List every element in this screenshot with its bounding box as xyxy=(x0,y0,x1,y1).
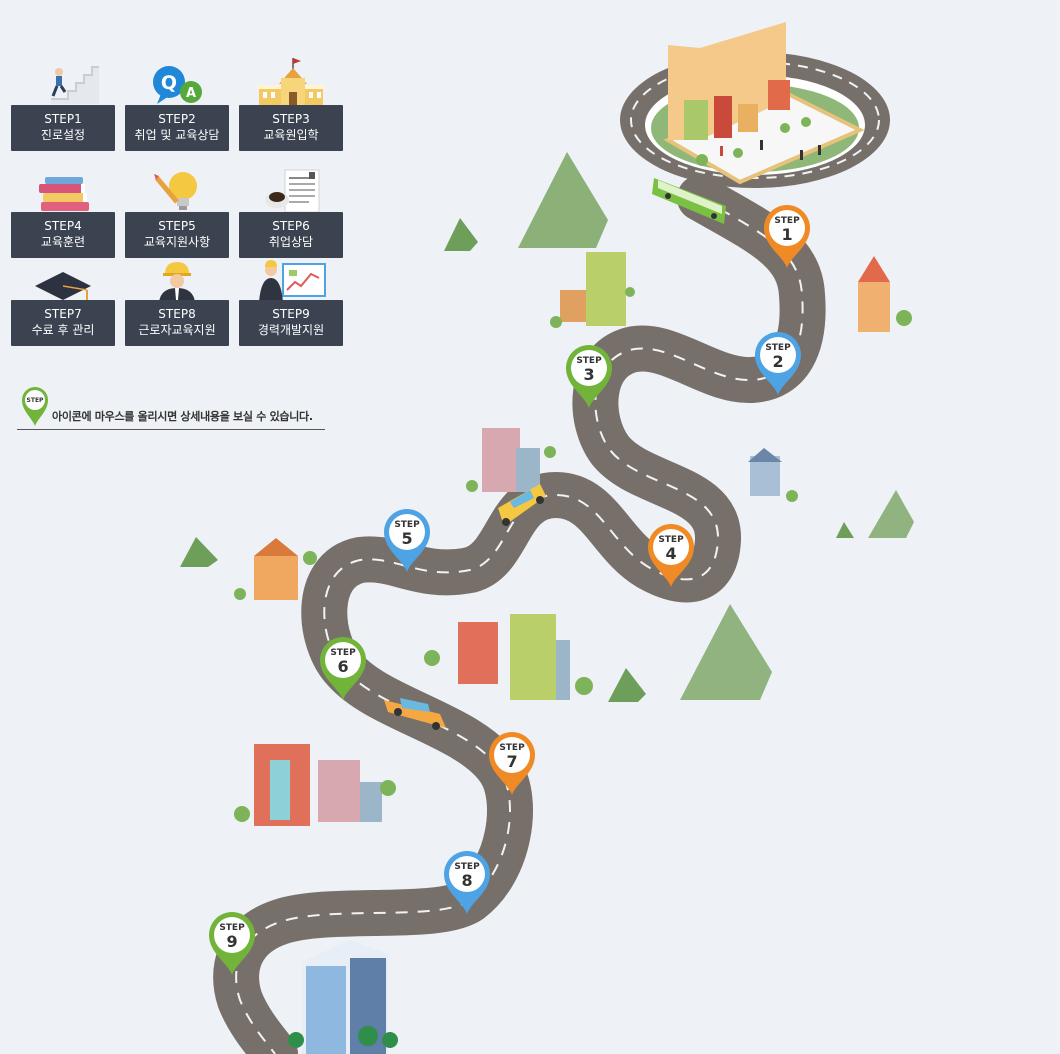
step7-pin[interactable]: STEP7 xyxy=(489,732,535,795)
step2-pin-face xyxy=(760,337,796,373)
step6-pin-word: STEP xyxy=(330,648,356,658)
step3-card[interactable]: STEP3 교육원입학 xyxy=(239,105,343,151)
central-plaza-illustration xyxy=(620,22,890,188)
step1-card[interactable]: STEP1 진로설정 xyxy=(11,105,115,151)
step4-pin-word: STEP xyxy=(658,535,684,545)
step7-card[interactable]: STEP7 수료 후 관리 xyxy=(11,300,115,346)
building-illustrations xyxy=(234,252,912,1054)
step2-pin-word: STEP xyxy=(765,343,791,353)
step9-card[interactable]: STEP9 경력개발지원 xyxy=(239,300,343,346)
presenter-board-icon[interactable] xyxy=(239,250,343,302)
document-coffee-icon[interactable] xyxy=(239,162,343,214)
step-pin-legend-icon: STEP xyxy=(22,387,48,426)
step5-pin[interactable]: STEP5 xyxy=(384,509,430,572)
step9-pin-word: STEP xyxy=(219,923,245,933)
step8-pin-face xyxy=(449,856,485,892)
step2-pin-number: 2 xyxy=(772,352,783,371)
taxi-car-2 xyxy=(384,698,446,730)
step4-pin[interactable]: STEP4 xyxy=(648,524,694,587)
step7-card-step: STEP7 xyxy=(44,307,82,321)
svg-text:Q: Q xyxy=(161,72,177,94)
taxi-car-1 xyxy=(498,484,546,526)
step5-pin-number: 5 xyxy=(401,529,412,548)
step1-pin-face xyxy=(769,210,805,246)
step3-pin[interactable]: STEP3 xyxy=(566,345,612,408)
hint-badge: STEP xyxy=(27,397,45,404)
hill-decorations xyxy=(180,152,914,702)
step2-card-label: 취업 및 교육상담 xyxy=(134,128,220,142)
step5-pin-word: STEP xyxy=(394,520,420,530)
step5-card-step: STEP5 xyxy=(158,219,196,233)
step6-pin-face xyxy=(325,642,361,678)
school-building-icon[interactable] xyxy=(239,54,343,106)
step8-pin-number: 8 xyxy=(461,871,472,890)
step1-pin-word: STEP xyxy=(774,216,800,226)
step4-card-label: 교육훈련 xyxy=(40,235,86,249)
lightbulb-pencil-icon[interactable] xyxy=(125,162,229,214)
step1-card-step: STEP1 xyxy=(44,112,82,126)
step6-pin-number: 6 xyxy=(337,657,348,676)
step4-pin-number: 4 xyxy=(665,544,676,563)
step9-pin-face xyxy=(214,917,250,953)
hint-divider xyxy=(17,429,325,430)
step1-pin[interactable]: STEP1 xyxy=(764,205,810,268)
qa-bubble-icon[interactable]: Q A xyxy=(125,54,229,106)
hint-text: 아이콘에 마우스를 올리시면 상세내용을 보실 수 있습니다. xyxy=(52,410,313,423)
step9-card-label: 경력개발지원 xyxy=(257,323,325,337)
step3-card-label: 교육원입학 xyxy=(263,128,319,142)
step2-card-step: STEP2 xyxy=(158,112,196,126)
svg-text:A: A xyxy=(186,86,196,101)
step6-pin[interactable]: STEP6 xyxy=(320,637,366,700)
step3-pin-face xyxy=(571,350,607,386)
step8-pin-word: STEP xyxy=(454,862,480,872)
step6-card-step: STEP6 xyxy=(272,219,310,233)
step7-pin-face xyxy=(494,737,530,773)
step9-pin-number: 9 xyxy=(226,932,237,951)
graduation-cap-icon[interactable] xyxy=(11,250,115,302)
bus-illustration xyxy=(652,178,726,224)
step7-pin-number: 7 xyxy=(506,752,517,771)
step8-card-label: 근로자교육지원 xyxy=(138,323,216,337)
step6-card[interactable]: STEP6 취업상담 xyxy=(239,212,343,258)
winding-road xyxy=(213,175,826,1054)
step2-pin[interactable]: STEP2 xyxy=(755,332,801,395)
step1-card-label: 진로설정 xyxy=(40,128,86,142)
step5-card-label: 교육지원사항 xyxy=(143,235,211,249)
step8-card[interactable]: STEP8 근로자교육지원 xyxy=(125,300,229,346)
step1-pin-number: 1 xyxy=(781,225,792,244)
step4-card-step: STEP4 xyxy=(44,219,82,233)
step9-pin[interactable]: STEP9 xyxy=(209,912,255,975)
step3-card-step: STEP3 xyxy=(272,112,310,126)
step3-pin-word: STEP xyxy=(576,356,602,366)
step4-card[interactable]: STEP4 교육훈련 xyxy=(11,212,115,258)
step5-pin-face xyxy=(389,514,425,550)
step9-card-step: STEP9 xyxy=(272,307,310,321)
worker-helmet-icon[interactable] xyxy=(125,250,229,302)
stairs-climber-icon[interactable] xyxy=(11,54,115,106)
step8-pin[interactable]: STEP8 xyxy=(444,851,490,914)
book-stack-icon[interactable] xyxy=(11,162,115,214)
step5-card[interactable]: STEP5 교육지원사항 xyxy=(125,212,229,258)
step7-pin-word: STEP xyxy=(499,743,525,753)
step2-card[interactable]: STEP2 취업 및 교육상담 xyxy=(125,105,229,151)
step4-pin-face xyxy=(653,529,689,565)
step8-card-step: STEP8 xyxy=(158,307,196,321)
step3-pin-number: 3 xyxy=(583,365,594,384)
step7-card-label: 수료 후 관리 xyxy=(31,323,95,337)
step6-card-label: 취업상담 xyxy=(268,235,314,249)
